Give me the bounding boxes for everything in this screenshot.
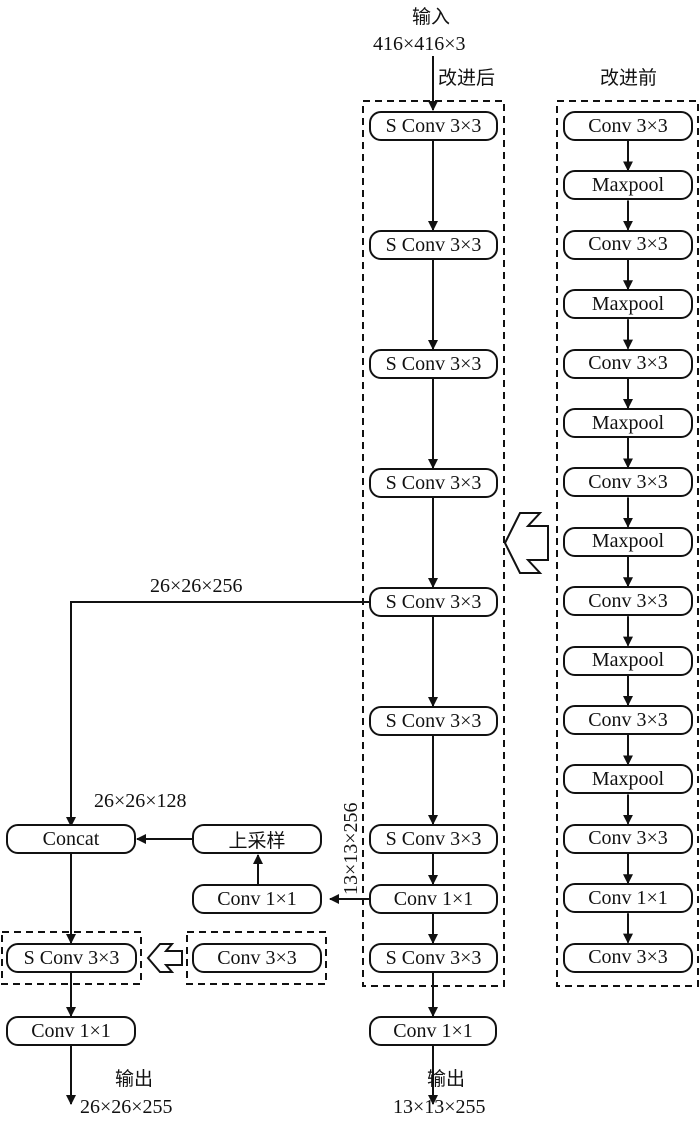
- left-output-conv-node: Conv 1×1: [6, 1016, 136, 1046]
- small-replace-arrow-icon: [146, 943, 183, 973]
- mid-conv-node: Conv 1×1: [192, 884, 322, 914]
- branch-26-256-label: 26×26×256: [150, 575, 243, 597]
- left-replaced-conv-node: Conv 3×3: [192, 943, 322, 973]
- before-column-node: Conv 3×3: [563, 823, 693, 854]
- after-column-node: S Conv 3×3: [369, 706, 498, 736]
- output-right-dims: 13×13×255: [393, 1096, 486, 1118]
- after-column-node: S Conv 3×3: [369, 230, 498, 260]
- after-column-node: S Conv 3×3: [369, 587, 498, 617]
- before-column-node: Maxpool: [563, 645, 693, 676]
- before-column-node: Conv 3×3: [563, 348, 693, 379]
- upsample-node: 上采样: [192, 824, 322, 854]
- before-column-node: Conv 1×1: [563, 883, 693, 914]
- input-title: 输入: [412, 6, 451, 28]
- improved-before-label: 改进前: [600, 67, 658, 89]
- before-column-node: Conv 3×3: [563, 586, 693, 617]
- before-column-node: Maxpool: [563, 764, 693, 795]
- before-column-node: Maxpool: [563, 289, 693, 320]
- branch-13-256-label: 13×13×256: [340, 802, 362, 895]
- before-column-node: Maxpool: [563, 170, 693, 201]
- branch-26-line: [66, 601, 369, 827]
- before-column-node: Conv 3×3: [563, 111, 693, 141]
- left-sconv-node: S Conv 3×3: [6, 943, 137, 973]
- input-dims: 416×416×3: [373, 33, 466, 55]
- before-column-node: Maxpool: [563, 526, 693, 557]
- after-column-node: S Conv 3×3: [369, 111, 498, 141]
- after-column-node: S Conv 3×3: [369, 468, 498, 498]
- before-column-node: Conv 3×3: [563, 467, 693, 498]
- branch-26-128-label: 26×26×128: [94, 790, 187, 812]
- output-right-title: 输出: [427, 1068, 466, 1090]
- after-column-node: S Conv 3×3: [369, 943, 498, 973]
- replace-arrow-icon: [503, 512, 549, 574]
- before-column-node: Maxpool: [563, 408, 693, 438]
- after-column-node: S Conv 3×3: [369, 824, 498, 854]
- output-left-dims: 26×26×255: [80, 1096, 173, 1118]
- improved-after-label: 改进后: [438, 67, 496, 89]
- before-column-node: Conv 3×3: [563, 705, 693, 735]
- concat-node: Concat: [6, 824, 136, 854]
- output-left-title: 输出: [115, 1068, 154, 1090]
- after-column-node: S Conv 3×3: [369, 349, 498, 379]
- right-output-conv-node: Conv 1×1: [369, 1016, 497, 1046]
- after-column-node: Conv 1×1: [369, 884, 498, 914]
- before-column-node: Conv 3×3: [563, 942, 693, 973]
- improved-before-box: [556, 100, 699, 987]
- before-column-node: Conv 3×3: [563, 229, 693, 260]
